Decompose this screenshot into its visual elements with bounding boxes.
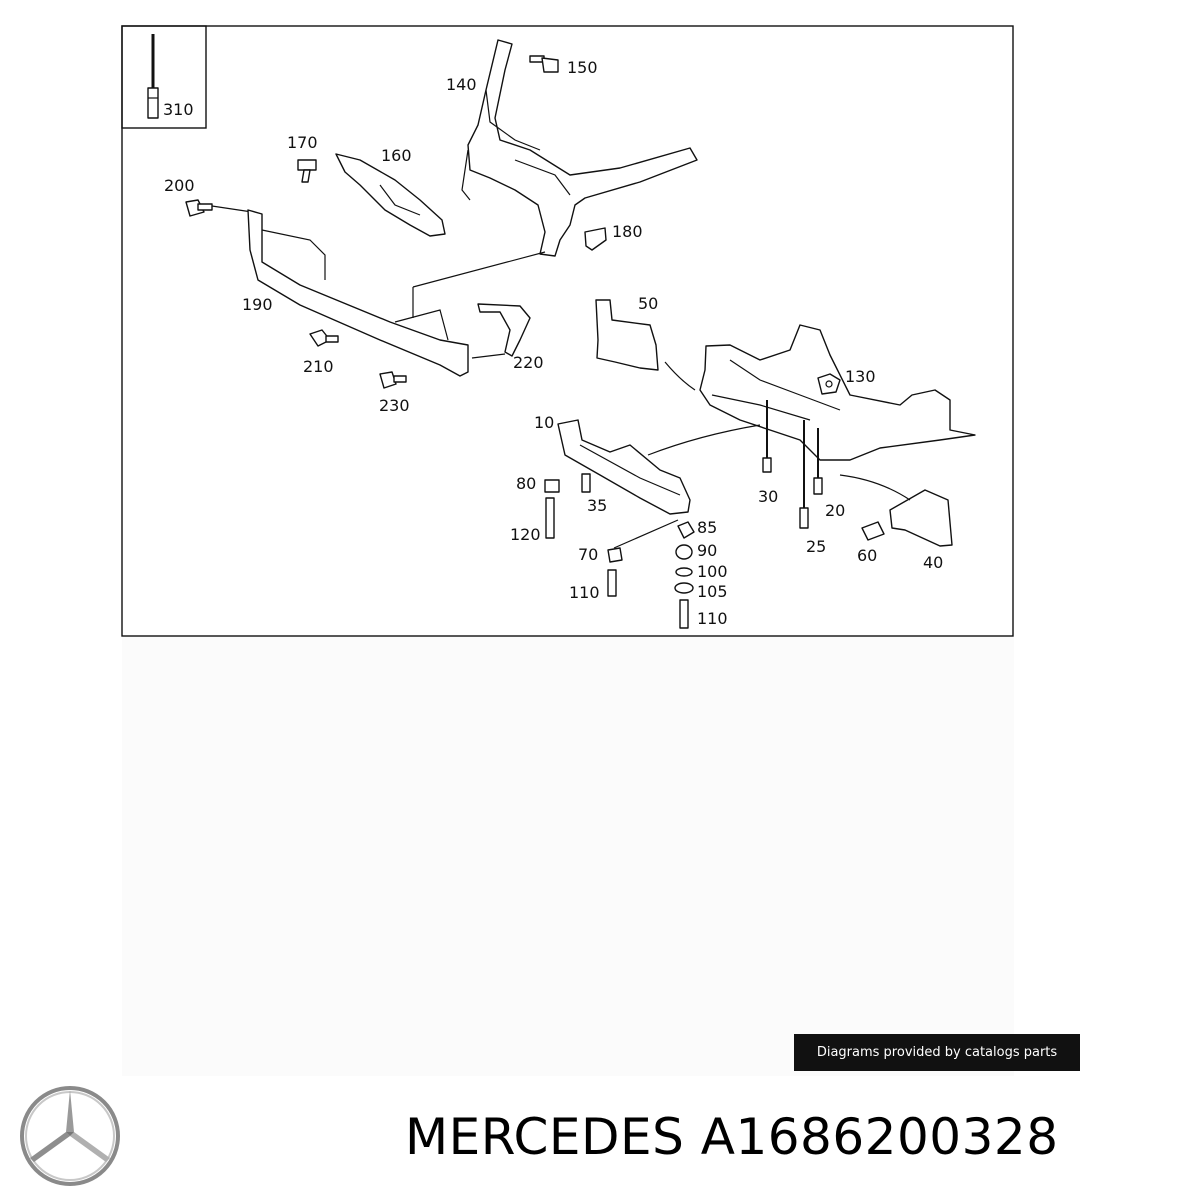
callout-label: 105 bbox=[697, 582, 728, 601]
bolt-110-b bbox=[679, 599, 689, 629]
nut-85 bbox=[677, 521, 695, 539]
part-number: A1686200328 bbox=[700, 1108, 1059, 1166]
bolt-20 bbox=[813, 428, 823, 495]
upper-support-140 bbox=[461, 39, 698, 257]
callout-label: 230 bbox=[379, 396, 410, 415]
shield-50 bbox=[595, 299, 659, 371]
nut-80 bbox=[544, 479, 560, 493]
callout-label: 50 bbox=[638, 294, 658, 313]
clip-170 bbox=[297, 159, 317, 183]
crossbar-10 bbox=[557, 419, 691, 515]
washer-90 bbox=[675, 544, 693, 560]
bolt-210 bbox=[309, 329, 339, 347]
callout-label: 180 bbox=[612, 222, 643, 241]
part-title: MERCEDES A1686200328 bbox=[405, 1108, 1195, 1172]
crossmember-190 bbox=[247, 209, 469, 377]
callout-label: 60 bbox=[857, 546, 877, 565]
callout-label: 30 bbox=[758, 487, 778, 506]
callout-label: 25 bbox=[806, 537, 826, 556]
bolt-230 bbox=[379, 371, 407, 389]
callout-label: 35 bbox=[587, 496, 607, 515]
callout-label: 20 bbox=[825, 501, 845, 520]
callout-label: 10 bbox=[534, 413, 554, 432]
callout-label: 160 bbox=[381, 146, 412, 165]
callout-label: 190 bbox=[242, 295, 273, 314]
bracket-160 bbox=[335, 153, 446, 237]
callout-label: 70 bbox=[578, 545, 598, 564]
bracket-180 bbox=[584, 227, 607, 251]
bolt-30 bbox=[762, 400, 772, 473]
diagram-background bbox=[122, 636, 1014, 1076]
washer-105 bbox=[674, 582, 694, 594]
bracket-220 bbox=[477, 303, 531, 357]
callout-label: 200 bbox=[164, 176, 195, 195]
callout-label: 100 bbox=[697, 562, 728, 581]
bolt-35 bbox=[581, 473, 591, 493]
callout-label: 120 bbox=[510, 525, 541, 544]
callout-label: 220 bbox=[513, 353, 544, 372]
bolt-25 bbox=[799, 420, 809, 529]
bolt-200 bbox=[185, 199, 213, 217]
callout-label: 170 bbox=[287, 133, 318, 152]
bolt-120 bbox=[545, 497, 555, 539]
rivet-310 bbox=[147, 34, 159, 119]
callout-label: 80 bbox=[516, 474, 536, 493]
callout-label: 85 bbox=[697, 518, 717, 537]
callout-label: 90 bbox=[697, 541, 717, 560]
bolt-110-a bbox=[607, 569, 617, 597]
callout-label: 130 bbox=[845, 367, 876, 386]
callout-label: 140 bbox=[446, 75, 477, 94]
callout-label: 310 bbox=[163, 100, 194, 119]
diagram-frame bbox=[121, 25, 1014, 637]
brand-name: MERCEDES bbox=[405, 1108, 685, 1166]
callout-label: 210 bbox=[303, 357, 334, 376]
mercedes-star-logo bbox=[20, 1086, 120, 1186]
bracket-60 bbox=[861, 521, 885, 541]
subframe bbox=[699, 324, 976, 461]
shield-40 bbox=[889, 489, 953, 547]
callout-label: 150 bbox=[567, 58, 598, 77]
bolt-150 bbox=[529, 55, 559, 73]
callout-label: 110 bbox=[569, 583, 600, 602]
inset-box bbox=[121, 25, 207, 129]
nut-130 bbox=[817, 373, 841, 395]
callout-label: 110 bbox=[697, 609, 728, 628]
diagram-credit-badge: Diagrams provided by catalogs parts bbox=[794, 1034, 1080, 1071]
callout-label: 40 bbox=[923, 553, 943, 572]
washer-100 bbox=[675, 567, 693, 577]
nut-70 bbox=[607, 547, 623, 563]
